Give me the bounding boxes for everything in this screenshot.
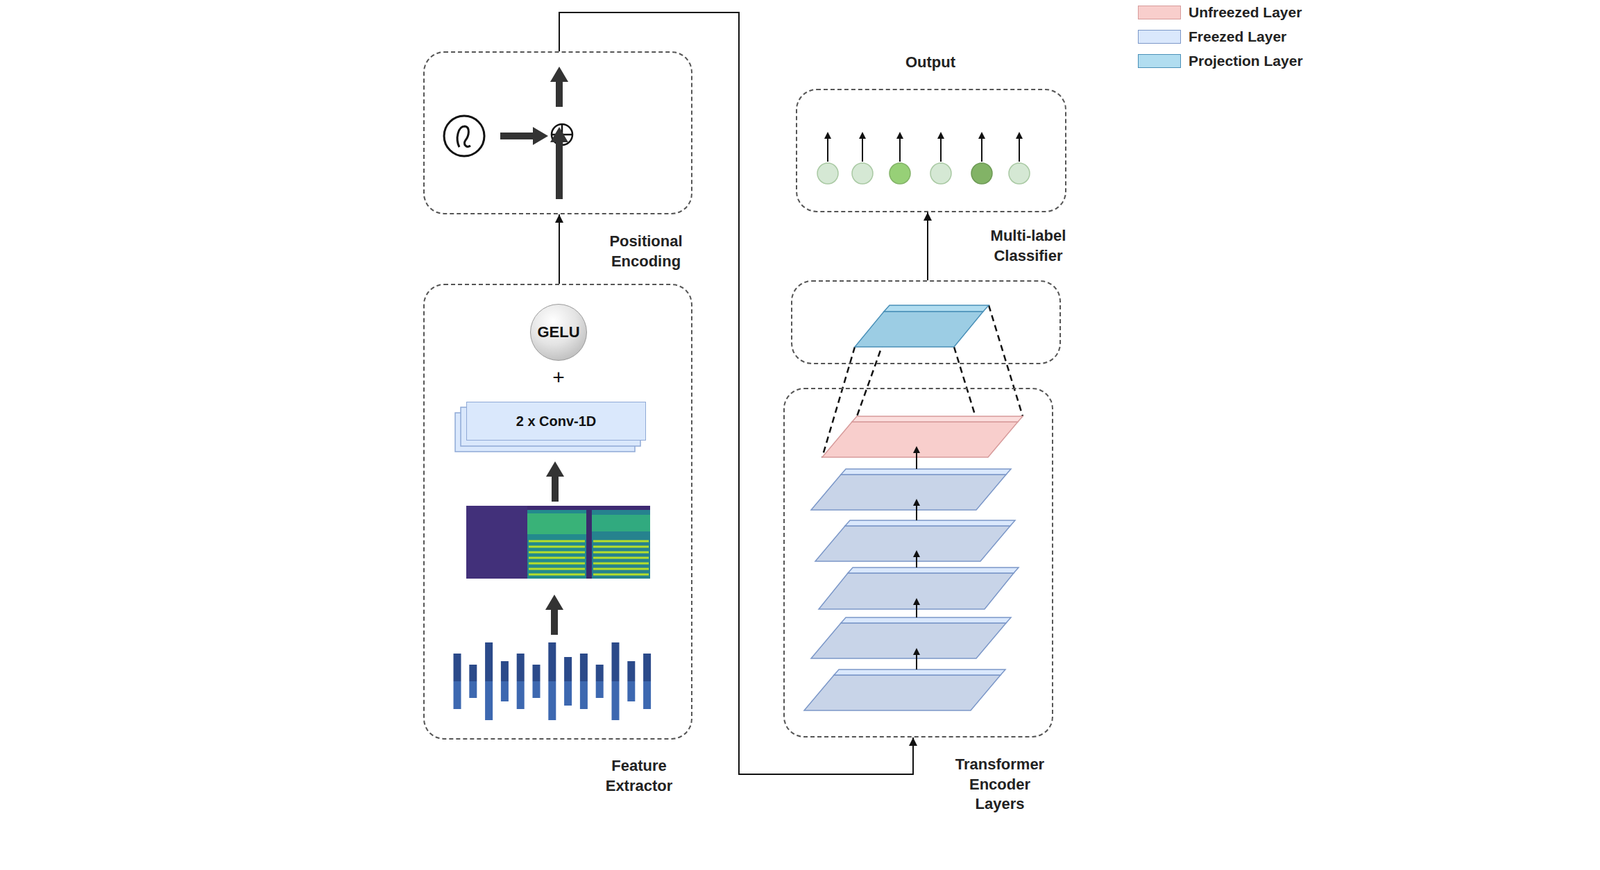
projection-layer [854, 305, 989, 347]
plus-sign: + [552, 365, 565, 390]
dashed-group-box: Positional Encoding [423, 51, 693, 215]
dashed-group-box: Multi-label Classifier [790, 280, 1061, 365]
output-units [817, 138, 1030, 184]
group-label: Multi-label Classifier [979, 226, 1077, 266]
legend-swatch [1137, 29, 1181, 44]
spectrogram [466, 505, 651, 579]
group-label: Transformer Encoder Layers [944, 754, 1056, 815]
dashed-group-box: Output [795, 88, 1067, 213]
encoder-layers [804, 416, 1023, 711]
thick-arrow [550, 609, 558, 635]
legend-row: Unfreezed Layer [1137, 0, 1304, 25]
activation-circle: GELU [530, 303, 587, 361]
legend: Unfreezed LayerFreezed LayerProjection L… [1137, 0, 1304, 73]
group-label: Output [881, 52, 980, 73]
node-text: 2 x Conv-1D [516, 413, 597, 430]
legend-row: Projection Layer [1137, 48, 1304, 73]
legend-text: Projection Layer [1188, 52, 1304, 70]
dashed-group-box: Transformer Encoder Layers [783, 387, 1054, 738]
layer-arrows [915, 453, 918, 670]
legend-text: Unfreezed Layer [1188, 4, 1302, 21]
group-label: Feature Extractor [593, 756, 685, 796]
legend-swatch [1137, 5, 1181, 20]
thick-arrow [551, 476, 559, 502]
dashed-group-box: GELU2 x Conv-1DFeature Extractor [423, 283, 693, 740]
waveform [453, 642, 652, 721]
connector-arrow [558, 214, 560, 284]
connector-arrow [926, 212, 929, 281]
connector-arrow [559, 12, 914, 775]
node-text: GELU [537, 323, 580, 342]
legend-swatch [1137, 54, 1181, 68]
legend-text: Freezed Layer [1188, 28, 1287, 46]
conv-block: 2 x Conv-1D [466, 401, 646, 441]
legend-row: Freezed Layer [1137, 24, 1304, 49]
projection-lines [822, 305, 1023, 458]
positional-encoding-symbol [444, 81, 573, 200]
group-label: Positional Encoding [597, 231, 695, 272]
